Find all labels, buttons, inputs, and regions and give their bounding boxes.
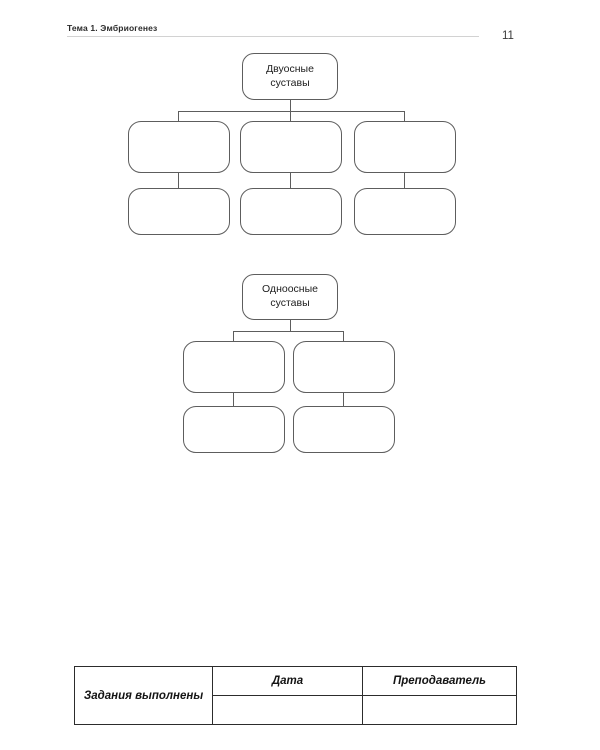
signoff-row-label-cell: Задания выполнены [74, 666, 213, 725]
diagram2-root-node: Одноосные суставы [242, 274, 338, 320]
diagram1-drop-3 [404, 111, 406, 121]
diagram1-root-node: Двуосные суставы [242, 53, 338, 100]
signoff-teacher-header-cell: Преподаватель [362, 666, 517, 696]
page-header: Тема 1. Эмбриогенез 11 [0, 0, 600, 50]
diagram1-root-label: Двуосные суставы [266, 62, 314, 89]
diagram2-branch1-row1-box[interactable] [183, 341, 285, 393]
diagram1-branch1-row1-box[interactable] [128, 121, 230, 173]
diagram1-branch1-link [178, 173, 180, 188]
diagram1-branch3-row1-box[interactable] [354, 121, 456, 173]
diagram1-drop-2 [290, 111, 292, 121]
diagram2-branch1-link [233, 393, 235, 406]
diagram1-branch1-row2-box[interactable] [128, 188, 230, 235]
running-header-title: Тема 1. Эмбриогенез [67, 23, 158, 33]
diagram2-branch1-row2-box[interactable] [183, 406, 285, 453]
diagram2-branch-bus [233, 331, 344, 333]
diagram2-branch2-link [343, 393, 345, 406]
header-divider-rule [67, 36, 479, 37]
diagram2-root-stem [290, 320, 292, 331]
diagram1-branch2-row2-box[interactable] [240, 188, 342, 235]
diagram-uniaxial-joints: Одноосные суставы [183, 274, 395, 453]
table-row: Задания выполнены Дата Преподаватель [74, 666, 517, 725]
diagram2-drop-1 [233, 331, 235, 341]
diagram1-branch3-link [404, 173, 406, 188]
page-number: 11 [502, 30, 514, 42]
diagram1-branch3-row2-box[interactable] [354, 188, 456, 235]
diagram2-drop-2 [343, 331, 345, 341]
signoff-date-header-cell: Дата [212, 666, 363, 696]
diagram2-branch2-row2-box[interactable] [293, 406, 395, 453]
diagram1-branch-bus [178, 111, 405, 113]
signoff-teacher-value-cell[interactable] [362, 695, 517, 725]
diagram1-drop-1 [178, 111, 180, 121]
diagram1-branch2-row1-box[interactable] [240, 121, 342, 173]
diagram1-branch2-link [290, 173, 292, 188]
diagram2-root-label: Одноосные суставы [262, 283, 318, 309]
table-row [75, 695, 517, 725]
diagram1-root-stem [290, 100, 292, 111]
diagram2-branch2-row1-box[interactable] [293, 341, 395, 393]
signoff-table: Задания выполнены Дата Преподаватель [74, 666, 517, 725]
diagram-biaxial-joints: Двуосные суставы [0, 0, 600, 250]
signoff-date-value-cell[interactable] [212, 695, 363, 725]
